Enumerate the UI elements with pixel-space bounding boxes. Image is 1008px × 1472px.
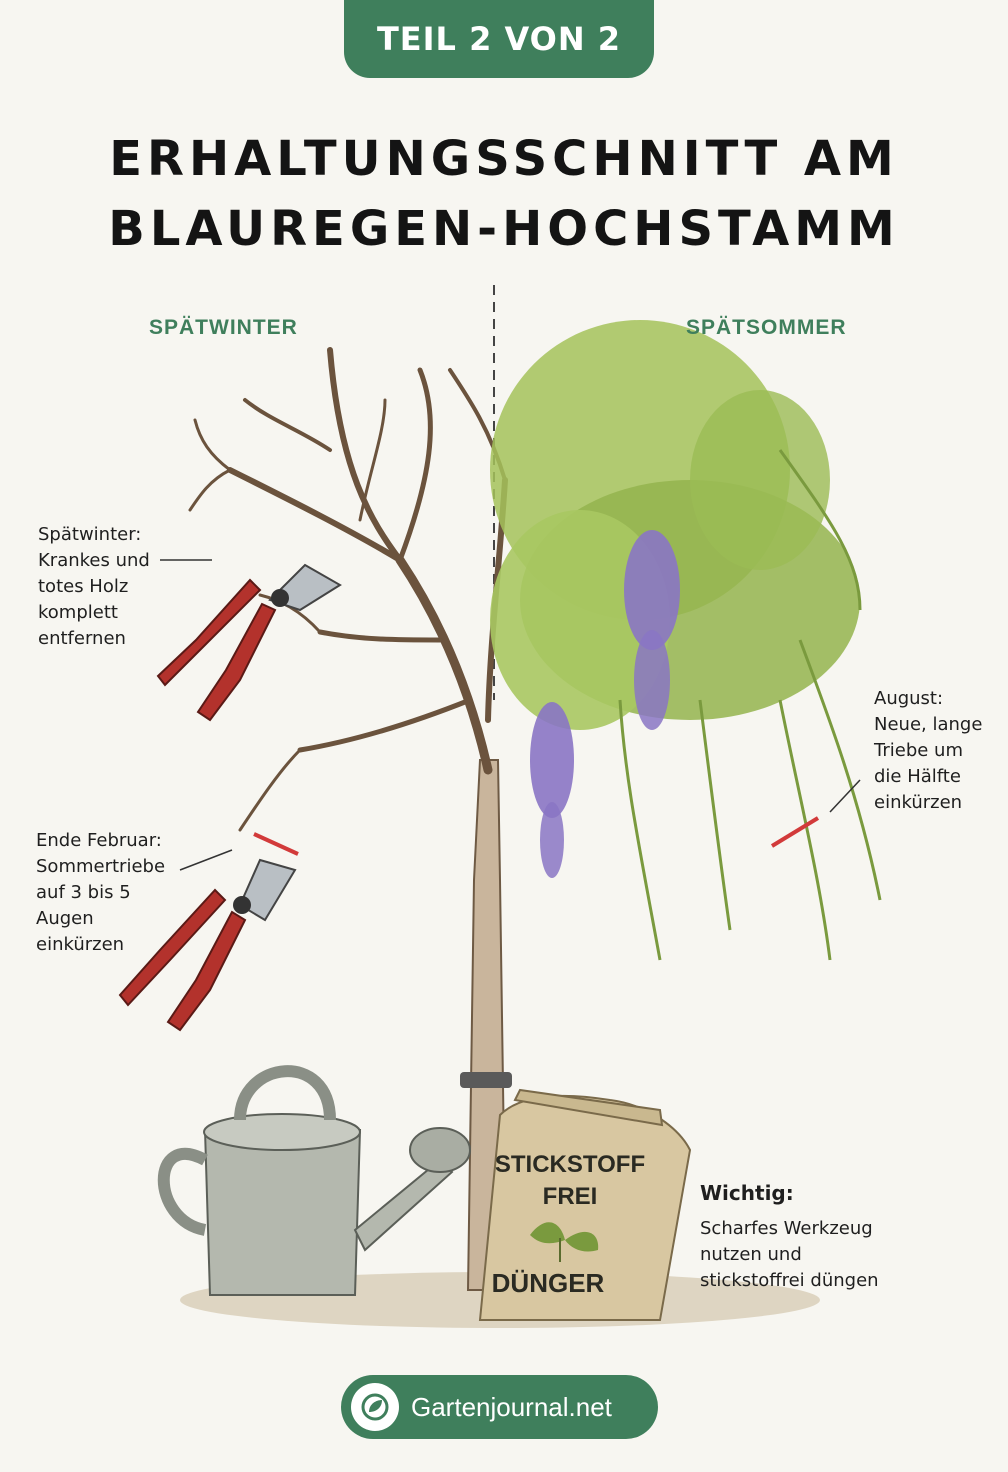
annotation-line: August: (874, 688, 944, 709)
brand-footer[interactable]: Gartenjournal.net (341, 1375, 658, 1439)
winter-branches (188, 347, 508, 832)
fertilizer-bag-icon (478, 1088, 692, 1321)
annotation-line: Krankes und (38, 550, 150, 571)
annotation-line: einkürzen (36, 934, 125, 955)
annotation-late-winter: Spätwinter: Krankes und totes Holz kompl… (38, 522, 178, 652)
annotation-line: Spätwinter: (38, 524, 142, 545)
annotation-line: Neue, lange (874, 714, 983, 735)
important-text-line: nutzen und (700, 1244, 802, 1265)
pruning-shears-icon (156, 563, 342, 722)
annotation-line: auf 3 bis 5 (36, 882, 131, 903)
watering-can-icon (157, 1065, 471, 1296)
annotation-line: Ende Februar: (36, 830, 162, 851)
bag-label-line-1: STICKSTOFF (495, 1151, 645, 1178)
leader-line-august (829, 779, 861, 813)
annotation-line: komplett (38, 602, 118, 623)
trunk-tie (460, 1072, 512, 1088)
important-title: Wichtig: (700, 1181, 794, 1205)
pruning-shears-icon (118, 858, 297, 1032)
cut-mark-february (253, 832, 299, 856)
annotation-line: Sommertriebe (36, 856, 166, 877)
important-text-line: Scharfes Werkzeug (700, 1218, 873, 1239)
summer-foliage (490, 320, 882, 961)
important-text-line: stickstoffrei düngen (700, 1270, 879, 1291)
page-title-line-1: ERHALTUNGSSCHNITT AM (109, 131, 899, 187)
leader-line-february (179, 849, 233, 871)
annotation-line: entfernen (38, 628, 126, 649)
annotation-august: August: Neue, lange Triebe um die Hälfte… (874, 686, 994, 816)
page-title-line-2: BLAUREGEN-HOCHSTAMM (108, 201, 900, 257)
brand-name: Gartenjournal.net (411, 1391, 612, 1422)
annotation-line: Augen (36, 908, 94, 929)
annotation-line: einkürzen (874, 792, 963, 813)
wisteria-flowers (530, 530, 680, 878)
annotation-line: die Hälfte (874, 766, 961, 787)
season-label-summer: SPÄTSOMMER (686, 316, 847, 339)
important-note: Wichtig: Scharfes Werkzeug nutzen und st… (700, 1180, 920, 1294)
annotation-end-february: Ende Februar: Sommertriebe auf 3 bis 5 A… (36, 828, 186, 958)
leaf-logo-icon (351, 1383, 399, 1431)
cut-mark-august (770, 816, 820, 848)
bag-label-line-3: DÜNGER (492, 1268, 605, 1298)
part-badge: TEIL 2 VON 2 (344, 0, 654, 78)
annotation-line: Triebe um (874, 740, 963, 761)
annotation-line: totes Holz (38, 576, 129, 597)
season-label-winter: SPÄTWINTER (149, 316, 298, 339)
part-label: TEIL 2 VON 2 (376, 20, 622, 58)
bag-label-line-2: FREI (543, 1183, 598, 1210)
